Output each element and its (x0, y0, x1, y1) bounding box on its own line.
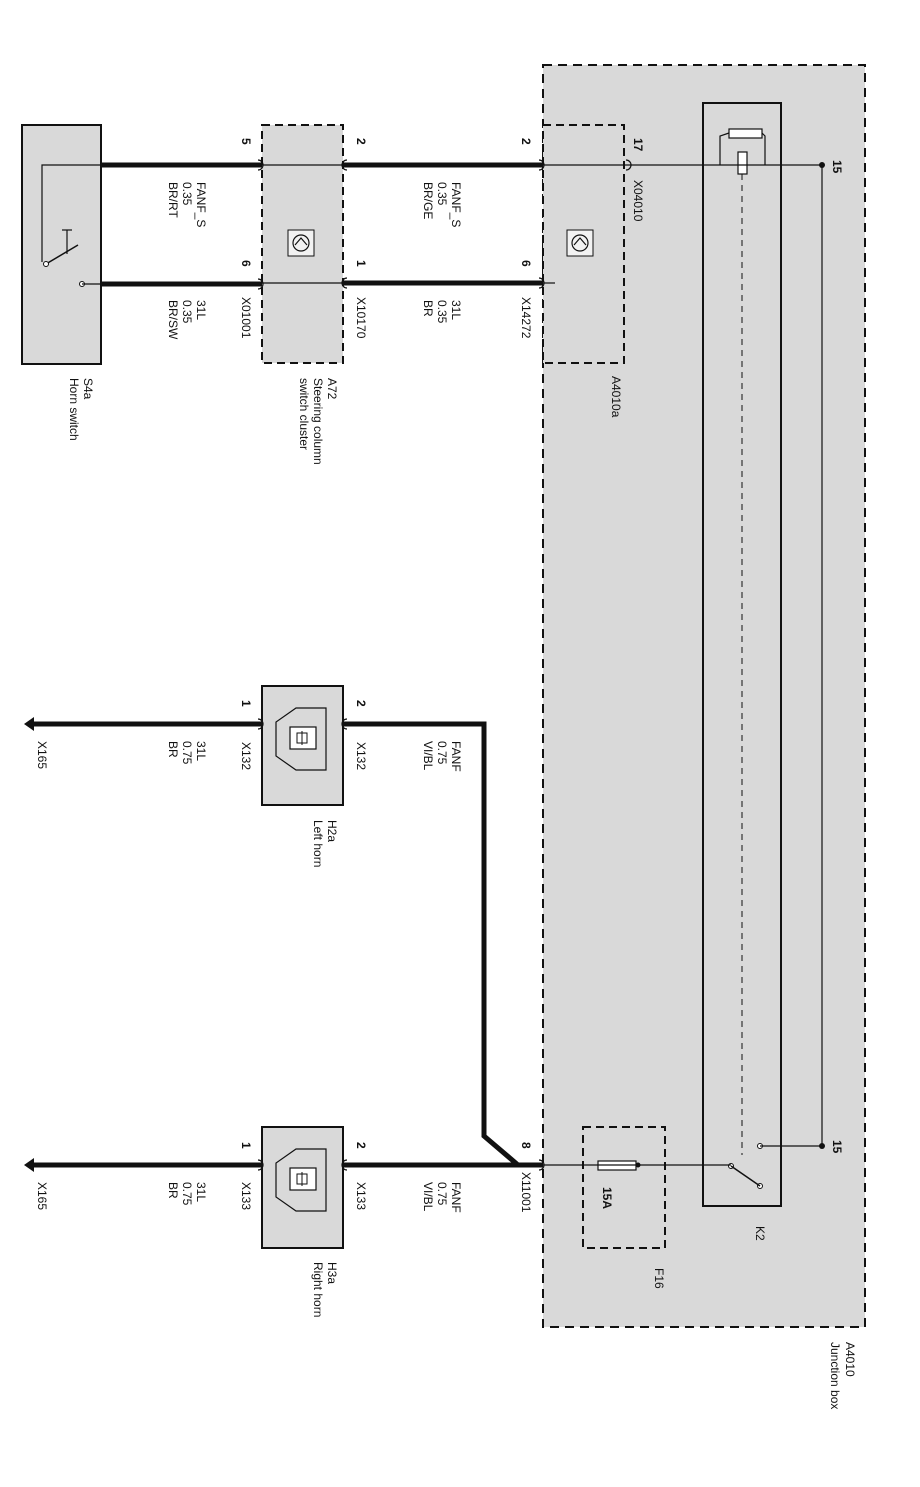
steering-cluster-name-line1: Steering column (311, 378, 325, 465)
left-horn-connector-right: X132 (354, 742, 368, 770)
connector-x04010-label: X04010 (631, 180, 645, 222)
wire-fanf-s-br-rt: FANF_S 0.35 BR/RT (101, 162, 262, 227)
left-horn: H2a Left horn X132 X132 2 1 (239, 685, 368, 867)
module-a4010a-code: A4010a (609, 376, 623, 418)
ground-x165-right: X165 (35, 1182, 49, 1210)
wire-31l-br-right: 31L 0.75 BR X165 (24, 1158, 262, 1210)
svg-text:BR/RT: BR/RT (166, 182, 180, 218)
wire-fanf-vi-bl-left: FANF 0.75 VI/BL (343, 721, 543, 1168)
pin-6-a72-label: 6 (239, 260, 253, 267)
steering-column-switch-cluster: A72 Steering column switch cluster X1017… (239, 124, 368, 465)
wire-fanf-vi-bl-right: FANF 0.75 VI/BL (343, 1162, 543, 1213)
right-horn-pin-1: 1 (239, 1142, 253, 1149)
right-horn-icon (275, 1148, 327, 1212)
svg-text:VI/BL: VI/BL (421, 741, 435, 771)
connector-x01001-label: X01001 (239, 297, 253, 339)
svg-text:FANF_S: FANF_S (449, 182, 463, 227)
terminal-15-bottom-label: 15 (830, 1140, 844, 1154)
connector-arcs-lower (257, 718, 545, 1171)
svg-text:0.75: 0.75 (435, 741, 449, 765)
connector-arcs-upper (257, 159, 632, 290)
pin-8-label: 8 (519, 1142, 533, 1149)
relay-k2: K2 (702, 102, 782, 1241)
module-a4010a-connector-symbol (566, 229, 594, 257)
svg-text:0.35: 0.35 (180, 182, 194, 206)
pin-2-a4010a-label: 2 (519, 138, 533, 145)
wire-31l-br-0-35: 31L 0.35 BR (343, 280, 543, 324)
left-horn-pin-1: 1 (239, 700, 253, 707)
terminal-15-supply: 15 15 (742, 160, 844, 1154)
svg-text:FANF: FANF (449, 1182, 463, 1213)
svg-text:FANF_S: FANF_S (194, 182, 208, 227)
right-horn-pin-2: 2 (354, 1142, 368, 1149)
junction-box-name: Junction box (828, 1342, 842, 1409)
fuse-f16-code: F16 (652, 1268, 666, 1289)
left-horn-icon (275, 707, 327, 771)
right-horn-connector-right: X133 (354, 1182, 368, 1210)
svg-text:BR: BR (421, 300, 435, 317)
svg-text:31L: 31L (194, 1182, 208, 1202)
svg-text:BR: BR (166, 741, 180, 758)
pin-17-label: 17 (631, 138, 645, 152)
connector-x14272-label: X14272 (519, 297, 533, 339)
svg-text:31L: 31L (449, 300, 463, 320)
pin-5-a72-label: 5 (239, 138, 253, 145)
wire-31l-br-sw: 31L 0.35 BR/SW (101, 281, 262, 340)
right-horn-code: H3a (325, 1262, 339, 1284)
steering-cluster-code: A72 (325, 378, 339, 400)
svg-text:BR: BR (166, 1182, 180, 1199)
fuse-f16: 15A F16 X11001 8 (519, 1126, 731, 1289)
terminal-15-top-label: 15 (830, 160, 844, 174)
pin-6-a4010a-label: 6 (519, 260, 533, 267)
svg-text:0.35: 0.35 (180, 300, 194, 324)
svg-text:0.35: 0.35 (435, 300, 449, 324)
left-horn-code: H2a (325, 820, 339, 842)
right-horn-connector-left: X133 (239, 1182, 253, 1210)
ground-x165-left: X165 (35, 741, 49, 769)
left-horn-pin-2: 2 (354, 700, 368, 707)
left-horn-connector-left: X132 (239, 742, 253, 770)
relay-switch-contact (730, 1165, 761, 1187)
svg-text:VI/BL: VI/BL (421, 1182, 435, 1212)
horn-switch-name: Horn switch (67, 378, 81, 441)
left-horn-name: Left horn (311, 820, 325, 867)
pin-2-a72-label: 2 (354, 138, 368, 145)
junction-box-code: A4010 (843, 1342, 857, 1377)
svg-text:BR/SW: BR/SW (166, 300, 180, 340)
steering-cluster-connector-symbol (287, 229, 315, 257)
horn-switch-code: S4a (81, 378, 95, 400)
svg-text:0.75: 0.75 (180, 741, 194, 765)
svg-text:0.75: 0.75 (180, 1182, 194, 1206)
connector-x11001-label: X11001 (519, 1172, 533, 1213)
svg-text:FANF: FANF (449, 741, 463, 772)
horn-switch-contact (45, 244, 79, 265)
svg-text:0.75: 0.75 (435, 1182, 449, 1206)
right-horn-name: Right horn (311, 1262, 325, 1317)
svg-text:0.35: 0.35 (435, 182, 449, 206)
svg-text:31L: 31L (194, 741, 208, 761)
pin-1-a72-label: 1 (354, 260, 368, 267)
steering-cluster-name-line2: switch cluster (297, 378, 311, 450)
connector-x10170-label: X10170 (354, 297, 368, 339)
relay-k2-code: K2 (753, 1226, 767, 1241)
wire-fanf-s-br-ge: FANF_S 0.35 BR/GE (343, 162, 543, 227)
svg-text:31L: 31L (194, 300, 208, 320)
right-horn: H3a Right horn X133 X133 2 1 (239, 1126, 368, 1317)
relay-coil-symbol (728, 128, 763, 139)
wire-31l-br-left: 31L 0.75 BR X165 (24, 717, 262, 769)
fuse-rating: 15A (600, 1187, 614, 1209)
svg-text:BR/GE: BR/GE (421, 182, 435, 219)
horn-switch: S4a Horn switch (21, 124, 102, 441)
